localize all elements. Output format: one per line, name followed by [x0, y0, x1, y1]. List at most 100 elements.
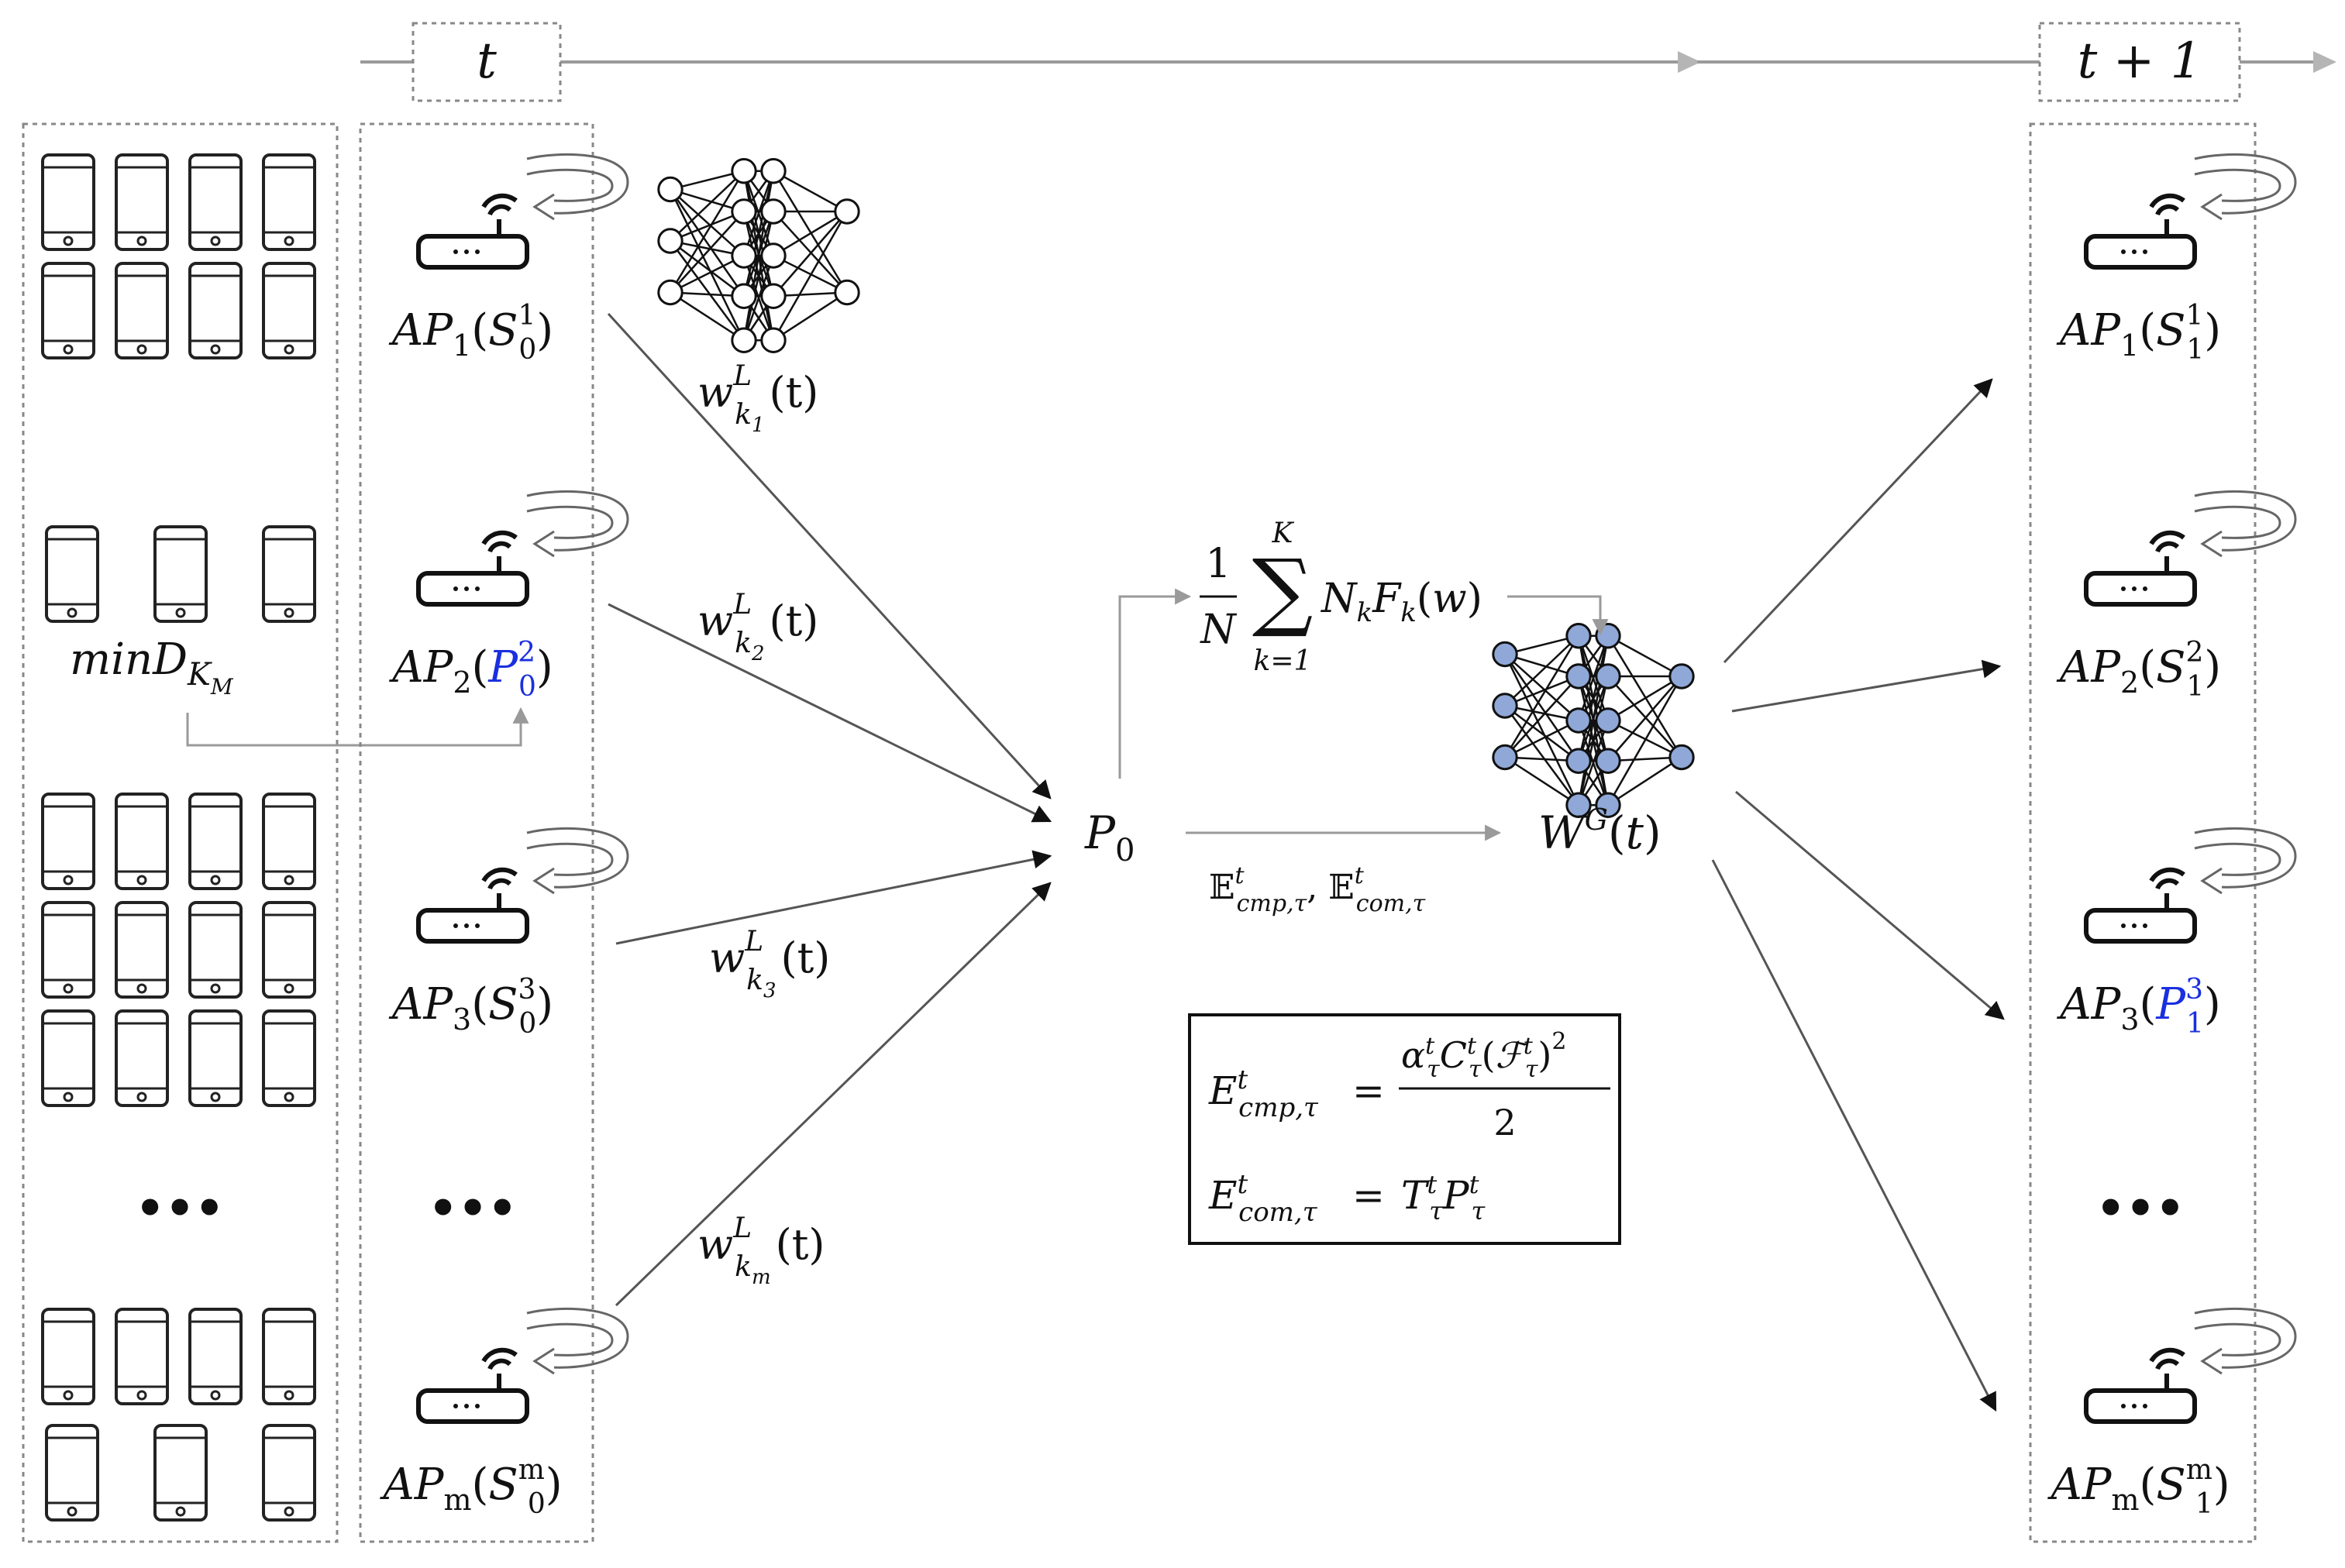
time-t-plus-1-box — [2038, 22, 2241, 102]
phone-icon — [262, 1308, 316, 1405]
nn-node — [760, 198, 787, 225]
nn-edge — [773, 170, 848, 213]
global-model-network-icon — [1492, 623, 1695, 818]
phone-grid — [41, 153, 316, 1522]
group-label-min-d: minDKM — [70, 634, 234, 700]
arrow-ap3-to-p0 — [615, 850, 1052, 945]
left-ap-column-box — [359, 122, 594, 1543]
agg-numerator: 1 — [1205, 541, 1231, 587]
nn-edge — [1606, 676, 1683, 806]
upload-arrows — [607, 312, 1052, 1307]
nn-edge — [670, 211, 745, 294]
phone-icon — [115, 1009, 169, 1107]
nn-edge — [669, 188, 746, 341]
nn-edge — [669, 188, 746, 297]
nn-node — [731, 283, 757, 309]
agg-sum-symbol: ∑ — [1252, 541, 1314, 640]
arrow-global-to-ap1 — [1723, 378, 1993, 664]
phone-icon — [153, 525, 208, 623]
global-model-label: WG(t) — [1538, 803, 1661, 859]
nn-node — [1565, 792, 1592, 818]
nn-node — [1595, 748, 1621, 774]
nn-node — [1565, 707, 1592, 734]
access-point-icon — [2086, 196, 2195, 267]
group-to-ap2-connector — [186, 707, 529, 747]
phone-icon — [188, 1308, 243, 1405]
phone-icon — [188, 153, 243, 251]
nn-node — [1565, 663, 1592, 689]
phone-icon — [115, 901, 169, 999]
nn-edge — [1607, 676, 1682, 762]
access-point-icon — [418, 870, 527, 941]
arrow-apm-to-p0 — [615, 882, 1052, 1307]
phone-icon — [115, 262, 169, 359]
phone-icon — [262, 153, 316, 251]
time-t-plus-1-label: t + 1 — [2078, 33, 2202, 90]
nn-edge — [742, 211, 775, 341]
server-label: P0 — [1084, 806, 1135, 868]
nn-edge — [670, 240, 745, 297]
nn-edge — [1577, 635, 1610, 721]
agg-term: NkFk(w) — [1320, 576, 1482, 628]
nn-edge — [1504, 653, 1579, 721]
eq-com-equals: = — [1352, 1173, 1385, 1218]
right-ap-column-box — [2029, 122, 2257, 1543]
arrow-global-to-ap2 — [1731, 659, 2002, 713]
nn-node — [834, 279, 860, 306]
access-point-icon — [418, 196, 527, 267]
nn-edge — [1504, 719, 1579, 758]
nn-edge — [669, 170, 746, 294]
self-loop-icon — [2193, 1307, 2297, 1375]
nn-edge — [742, 170, 775, 341]
nn-node — [731, 158, 757, 184]
nn-node — [1595, 663, 1621, 689]
nn-node — [1492, 693, 1518, 719]
nn-edge — [742, 170, 775, 297]
nn-edge — [1607, 634, 1682, 678]
access-point-icon — [418, 1350, 527, 1422]
nn-node — [731, 198, 757, 225]
nn-edge — [1577, 635, 1610, 806]
aggregation-to-global-arrow — [1507, 595, 1609, 636]
nn-edge — [670, 188, 745, 256]
access-point-icon — [2086, 533, 2195, 604]
nn-edge — [1504, 756, 1579, 806]
nn-node — [657, 176, 684, 203]
nn-edge — [1577, 635, 1610, 762]
time-t-label: t — [477, 33, 497, 90]
nn-edge — [1607, 675, 1682, 722]
nn-edge — [670, 170, 745, 242]
timeline-mid-arrowhead — [1678, 51, 1701, 73]
nn-edge — [1503, 653, 1580, 806]
nn-node — [731, 327, 757, 353]
nn-edge — [773, 210, 848, 257]
arrow-ap1-to-p0 — [607, 312, 1052, 799]
phone-icon — [262, 525, 316, 623]
phone-icon — [41, 793, 95, 890]
nn-node — [1668, 744, 1695, 771]
eq-cmp-equals: = — [1352, 1068, 1385, 1113]
nn-edge — [1607, 756, 1682, 806]
nn-edge — [773, 291, 848, 342]
phone-icon — [188, 901, 243, 999]
self-loop-icon — [525, 153, 629, 221]
device-column-box — [22, 122, 339, 1543]
nn-node — [1595, 792, 1621, 818]
self-loop-icon — [525, 1307, 629, 1375]
arrow-ap2-to-p0 — [608, 603, 1052, 823]
